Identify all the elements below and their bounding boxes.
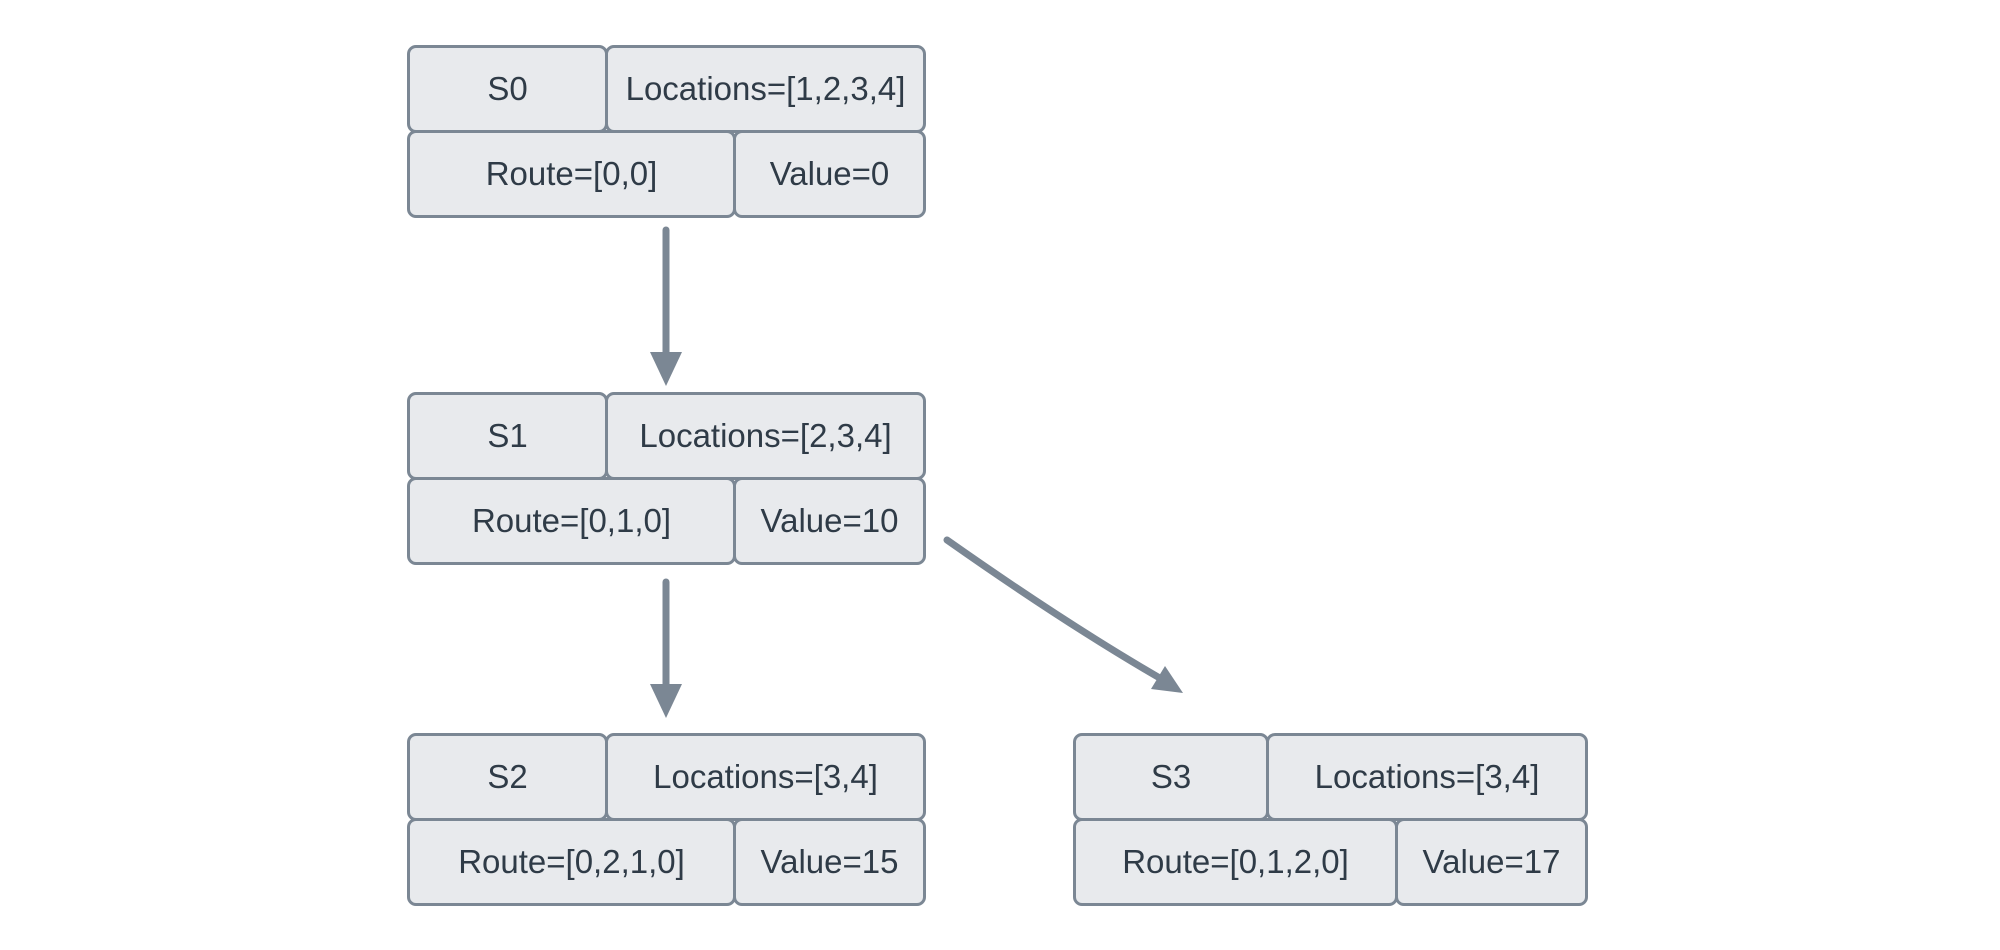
- node-S2-id-cell: S2: [407, 733, 608, 821]
- node-S3-route-cell: Route=[0,1,2,0]: [1073, 818, 1398, 906]
- edge-S0-S1-arrow: [650, 226, 682, 386]
- node-S2-value-cell: Value=15: [733, 818, 926, 906]
- node-S3-value-cell: Value=17: [1395, 818, 1588, 906]
- node-S0-locations-cell: Locations=[1,2,3,4]: [605, 45, 926, 133]
- node-S2-locations-cell: Locations=[3,4]: [605, 733, 926, 821]
- node-S3-id-cell: S3: [1073, 733, 1269, 821]
- node-S0: S0 Locations=[1,2,3,4] Route=[0,0] Value…: [407, 45, 926, 218]
- node-S1-route-cell: Route=[0,1,0]: [407, 477, 736, 565]
- node-S1-value-cell: Value=10: [733, 477, 926, 565]
- edge-S1-S3-arrow: [943, 536, 1183, 693]
- node-S1-locations-cell: Locations=[2,3,4]: [605, 392, 926, 480]
- node-S1: S1 Locations=[2,3,4] Route=[0,1,0] Value…: [407, 392, 926, 565]
- edge-S1-S2-arrow: [650, 578, 682, 718]
- node-S0-value-cell: Value=0: [733, 130, 926, 218]
- node-S1-id-cell: S1: [407, 392, 608, 480]
- node-S2-route-cell: Route=[0,2,1,0]: [407, 818, 736, 906]
- node-S3-locations-cell: Locations=[3,4]: [1266, 733, 1588, 821]
- node-S0-id-cell: S0: [407, 45, 608, 133]
- node-S3: S3 Locations=[3,4] Route=[0,1,2,0] Value…: [1073, 733, 1588, 906]
- node-S0-route-cell: Route=[0,0]: [407, 130, 736, 218]
- node-S2: S2 Locations=[3,4] Route=[0,2,1,0] Value…: [407, 733, 926, 906]
